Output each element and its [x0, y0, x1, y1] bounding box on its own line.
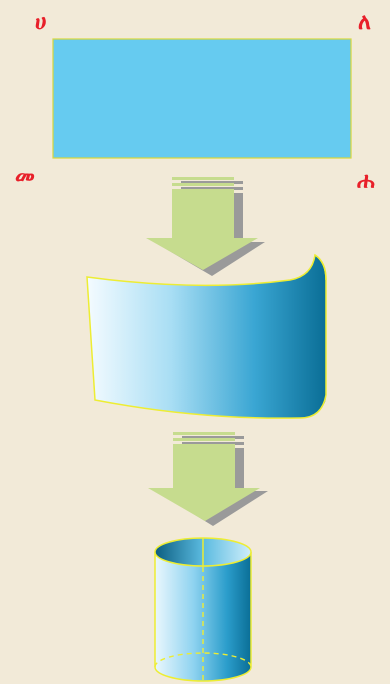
flat-rectangle	[52, 38, 352, 159]
vertex-label-bottom-right: ሐ	[357, 169, 375, 194]
down-arrow-icon	[148, 432, 268, 526]
cylinder	[154, 537, 252, 682]
vertex-label-bottom-left: መ	[15, 164, 35, 189]
down-arrow-icon	[146, 177, 265, 276]
vertex-label-top-left: ሀ	[35, 10, 47, 35]
curved-sheet	[86, 253, 327, 419]
vertex-label-top-right: ለ	[358, 10, 371, 35]
